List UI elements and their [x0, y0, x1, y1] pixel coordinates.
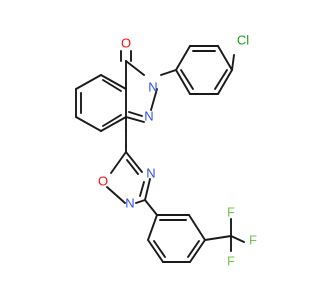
bond [150, 88, 158, 111]
bond-layer [75, 45, 245, 263]
bond [106, 186, 126, 204]
bond [230, 235, 245, 243]
bond [188, 214, 206, 241]
fluorine-bottom-label: F [227, 253, 235, 268]
nitrogen-3-label: N [144, 108, 153, 123]
bond [147, 214, 158, 241]
oxadiazole-nitrogen-4-label: N [146, 165, 155, 180]
bond [175, 69, 191, 95]
bond [153, 240, 166, 258]
bond [139, 181, 145, 197]
bond [125, 116, 145, 123]
bond [100, 74, 127, 90]
bond [75, 116, 102, 132]
atom-label-layer: O N N O N N Cl F F F [98, 32, 257, 268]
bond [180, 69, 194, 90]
bond [214, 69, 228, 90]
bond [217, 45, 233, 71]
bond [128, 111, 143, 117]
bond [147, 239, 164, 263]
bond [75, 74, 102, 90]
bond [217, 69, 233, 95]
bond [102, 79, 122, 92]
bond [126, 159, 139, 175]
chemical-structure: O N N O N N Cl F F F [75, 32, 257, 268]
chlorine-label: Cl [237, 32, 249, 47]
fluorine-right-label: F [249, 232, 257, 247]
oxadiazole-oxygen-label: O [98, 173, 108, 188]
bond [135, 199, 146, 204]
bond [187, 240, 200, 258]
bond [189, 239, 206, 263]
bond [204, 235, 232, 241]
bond [110, 151, 127, 174]
bond [144, 178, 151, 201]
carbonyl-oxygen-label: O [121, 35, 131, 50]
bond [125, 151, 143, 173]
bond [231, 54, 235, 71]
bond [102, 114, 122, 127]
bond [100, 116, 127, 132]
fluorine-top-label: F [227, 204, 235, 219]
bond [175, 45, 191, 71]
oxadiazole-nitrogen-2-label: N [125, 195, 134, 210]
bond [125, 60, 145, 76]
bond [160, 69, 177, 76]
nitrogen-2-label: N [148, 79, 157, 94]
bond [144, 199, 158, 216]
